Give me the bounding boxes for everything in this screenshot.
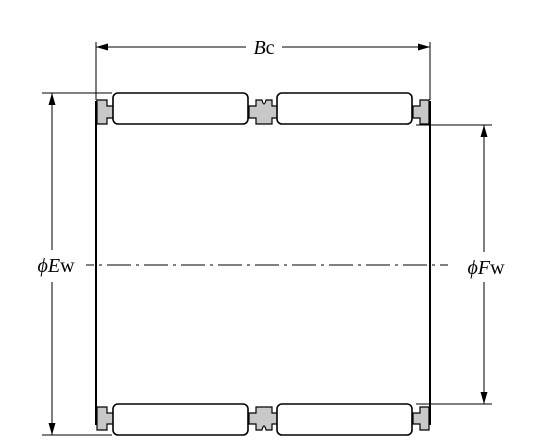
cage-segment-top-left — [96, 99, 115, 125]
inner-diameter-label-variable: F — [477, 257, 491, 279]
outer-diameter-label-variable: E — [47, 255, 60, 277]
inner-diameter-dimension: ϕFw — [458, 125, 514, 404]
cage-segment-bottom-left — [96, 406, 115, 431]
inner-diameter-arrow-top — [480, 125, 488, 137]
outer-diameter-label: ϕEw — [37, 255, 75, 277]
roller-top-left — [112, 92, 249, 125]
width-arrow-right — [418, 43, 430, 51]
outer-diameter-dimension: ϕEw — [28, 93, 86, 435]
width-label-variable: B — [253, 37, 265, 59]
inner-diameter-arrow-bottom — [480, 392, 488, 404]
width-dimension-label: Bc — [253, 37, 274, 59]
outer-diameter-arrow-top — [48, 93, 56, 105]
inner-diameter-label: ϕFw — [467, 257, 505, 279]
cage-segment-bottom-middle — [248, 406, 279, 431]
outer-diameter-label-symbol: ϕ — [37, 255, 47, 277]
cage-segment-top-right — [412, 99, 430, 125]
outer-diameter-arrow-bottom — [48, 423, 56, 435]
cage-segment-top-middle — [248, 99, 279, 125]
width-dimension: Bc — [96, 37, 430, 59]
roller-top-right — [276, 92, 413, 125]
width-arrow-left — [96, 43, 108, 51]
roller-bottom-left — [112, 403, 249, 436]
inner-diameter-label-symbol: ϕ — [467, 257, 477, 279]
inner-diameter-label-backing — [458, 254, 514, 280]
outer-diameter-label-backing — [28, 252, 86, 278]
outer-diameter-label-suffix: w — [60, 255, 75, 277]
width-label-suffix: c — [266, 37, 275, 59]
inner-diameter-label-suffix: w — [490, 257, 505, 279]
roller-bottom-right — [276, 403, 413, 436]
cage-segment-bottom-right — [412, 406, 430, 431]
